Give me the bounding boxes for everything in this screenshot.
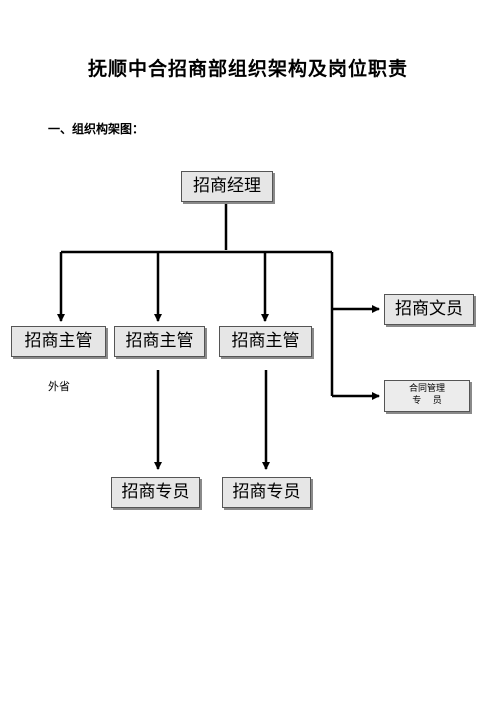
contract-manager-line1: 合同管理	[408, 384, 445, 394]
contract-manager-box: 合同管理 专 员	[384, 380, 470, 412]
clerk-box: 招商文员	[384, 294, 474, 325]
supervisor-box-2: 招商主管	[114, 326, 205, 357]
section-heading: 一、组织构架图：	[48, 122, 145, 136]
manager-box: 招商经理	[181, 171, 273, 202]
contract-manager-line2: 专 员	[412, 396, 442, 406]
supervisor-box-1: 招商主管	[11, 326, 106, 357]
supervisor-note: 外省	[48, 380, 70, 393]
specialist-box-2: 招商专员	[222, 477, 311, 508]
page-title: 抚顺中合招商部组织架构及岗位职责	[87, 58, 408, 80]
supervisor-box-3: 招商主管	[219, 326, 312, 357]
specialist-box-1: 招商专员	[111, 477, 200, 508]
